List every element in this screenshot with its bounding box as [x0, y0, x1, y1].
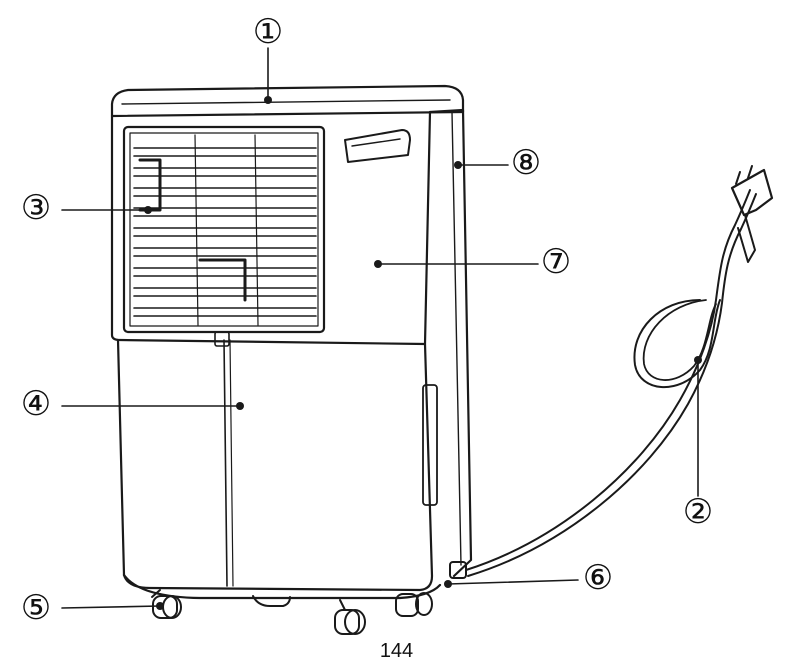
callout-2: ②: [683, 492, 713, 532]
top-cover-outline: [110, 84, 465, 118]
power-cord: [465, 189, 757, 577]
carry-handle: [344, 129, 411, 163]
callout-5: ⑤: [21, 588, 51, 628]
water-tank-outline: [116, 338, 434, 592]
casters: [151, 589, 433, 635]
cord-outlet: [449, 561, 467, 579]
page-number: 144: [379, 640, 414, 662]
power-plug-icon: [730, 165, 774, 263]
side-panel: [428, 108, 473, 578]
callout-3: ③: [21, 188, 51, 228]
callout-1: ①: [253, 12, 283, 52]
tank-level-window: [422, 384, 438, 506]
caster-wheel-front-right: [334, 599, 366, 635]
caster-wheel-back-right: [395, 592, 433, 617]
callout-labels: ① ② ③ ④ ⑤ ⑥ ⑦ ⑧: [21, 12, 713, 628]
callout-6: ⑥: [583, 558, 613, 598]
leader-lines: [61, 47, 699, 609]
leader-dots: [144, 96, 702, 610]
caster-wheel-back-left: [252, 595, 291, 607]
air-intake-grille: [122, 125, 326, 334]
callout-8: ⑧: [511, 143, 541, 183]
dehumidifier-body: [110, 84, 473, 600]
callout-7: ⑦: [541, 242, 571, 282]
callout-4: ④: [21, 384, 51, 424]
